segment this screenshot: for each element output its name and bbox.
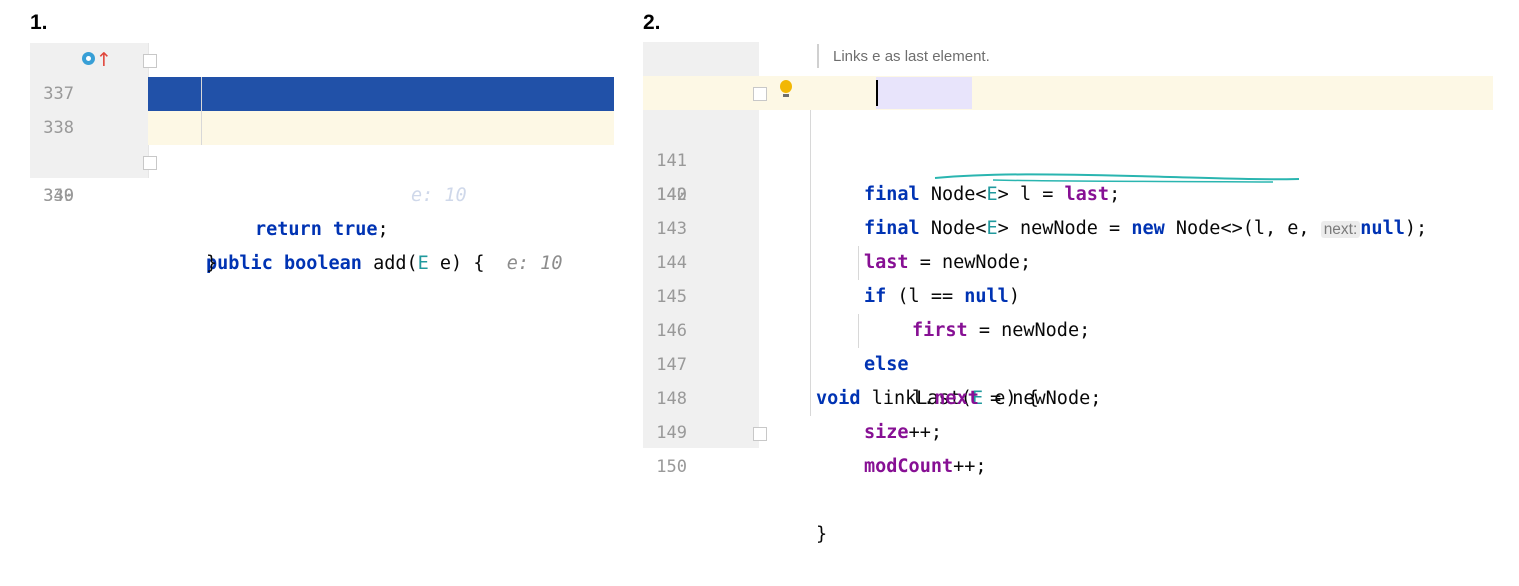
- code-text: linkLast(e); e: 10: [255, 185, 467, 206]
- parameter-inlay-hint: next:: [1320, 221, 1361, 238]
- indent-guide: [810, 110, 811, 416]
- code-text: }: [206, 253, 218, 274]
- fold-marker-icon[interactable]: [753, 87, 767, 101]
- code-text: final Node<E> newNode = new Node<>(l, e,…: [864, 218, 1428, 239]
- code-line-148[interactable]: 148 size++;: [643, 348, 1493, 443]
- line-number: 144: [656, 253, 687, 273]
- code-line-141[interactable]: 141 final Node<E> l = last;: [643, 110, 1493, 205]
- line-number: 141: [656, 151, 687, 171]
- inline-debug-value: e: 10: [506, 253, 563, 274]
- fold-end-marker-icon[interactable]: [753, 427, 767, 441]
- line-number: 337: [43, 84, 74, 104]
- code-text: last = newNode;: [864, 252, 1032, 273]
- identifier-highlight: [876, 77, 972, 109]
- code-line-146[interactable]: 146 else: [643, 280, 1493, 375]
- text-caret: [876, 80, 878, 106]
- code-line-149[interactable]: 149 modCount++;: [643, 382, 1493, 477]
- code-line-337[interactable]: 337 ↑ public boolean add(E e) { e: 10: [30, 43, 614, 274]
- line-number: 339: [43, 186, 74, 206]
- code-editor-1[interactable]: 337 ↑ public boolean add(E e) { e: 10 33…: [30, 43, 614, 274]
- code-text: else: [864, 354, 909, 375]
- overrides-arrow-up-icon[interactable]: ↑: [96, 49, 112, 71]
- panel-1-label: 1.: [30, 11, 48, 34]
- code-line-145[interactable]: 145 first = newNode;: [643, 246, 1493, 341]
- line-number-gutter: [30, 43, 148, 178]
- code-line-147[interactable]: 147 l.next = newNode;: [643, 314, 1493, 409]
- code-line-142[interactable]: 142 final Node<E> newNode = new Node<>(l…: [643, 144, 1493, 239]
- code-text: modCount++;: [864, 456, 987, 477]
- breakpoint-inner-dot: [86, 56, 91, 61]
- code-text: final Node<E> l = last;: [864, 184, 1121, 205]
- code-text: first = newNode;: [912, 320, 1091, 341]
- inline-debug-value: e: 10: [410, 185, 467, 206]
- line-number: 147: [656, 355, 687, 375]
- line-number: 148: [656, 389, 687, 409]
- code-text: size++;: [864, 422, 942, 443]
- code-line-143[interactable]: 143 last = newNode;: [643, 178, 1493, 273]
- current-line-highlight: [643, 76, 759, 110]
- annotation-underline: [934, 173, 1300, 183]
- code-text: public boolean add(E e) { e: 10: [206, 253, 563, 274]
- rendered-doc-comment[interactable]: Links e as last element.: [759, 42, 1493, 76]
- lightbulb-base: [783, 94, 789, 97]
- line-number: 340: [43, 186, 74, 206]
- line-number: 338: [43, 118, 74, 138]
- code-line-144[interactable]: 144 if (l == null): [643, 212, 1493, 307]
- code-text: }: [816, 524, 828, 545]
- selection-highlight: [148, 77, 614, 111]
- code-line-339-current[interactable]: 339 return true;: [30, 111, 614, 240]
- current-line-highlight: [148, 111, 614, 145]
- line-number: 143: [656, 219, 687, 239]
- code-editor-2[interactable]: Links e as last element. 140 void linkLa…: [643, 42, 1493, 545]
- code-line-140-current[interactable]: 140 void linkLast(E e) {: [643, 76, 1493, 409]
- doc-comment-text: Links e as last element.: [833, 48, 990, 65]
- fold-end-marker-icon[interactable]: [143, 156, 157, 170]
- code-text: l.next = newNode;: [912, 388, 1102, 409]
- panel-2-label: 2.: [643, 11, 661, 34]
- line-number: 146: [656, 321, 687, 341]
- indent-guide: [858, 246, 859, 280]
- fold-marker-icon[interactable]: [143, 54, 157, 68]
- code-text: return true;: [255, 219, 389, 240]
- code-line-340[interactable]: 340 }: [30, 145, 614, 274]
- line-number: 142: [656, 185, 687, 205]
- code-text: if (l == null): [864, 286, 1020, 307]
- line-number: 140: [656, 185, 687, 205]
- line-number: 150: [656, 457, 687, 477]
- code-line-150[interactable]: 150 }: [643, 416, 1493, 545]
- line-number: 145: [656, 287, 687, 307]
- line-number: 149: [656, 423, 687, 443]
- code-text: void linkLast(E e) {: [816, 388, 1039, 409]
- lightbulb-icon[interactable]: [780, 80, 792, 93]
- code-line-338-selected[interactable]: 338 linkLast(e); e: 10: [30, 77, 614, 206]
- indent-guide: [858, 314, 859, 348]
- current-line-highlight: [759, 76, 1493, 110]
